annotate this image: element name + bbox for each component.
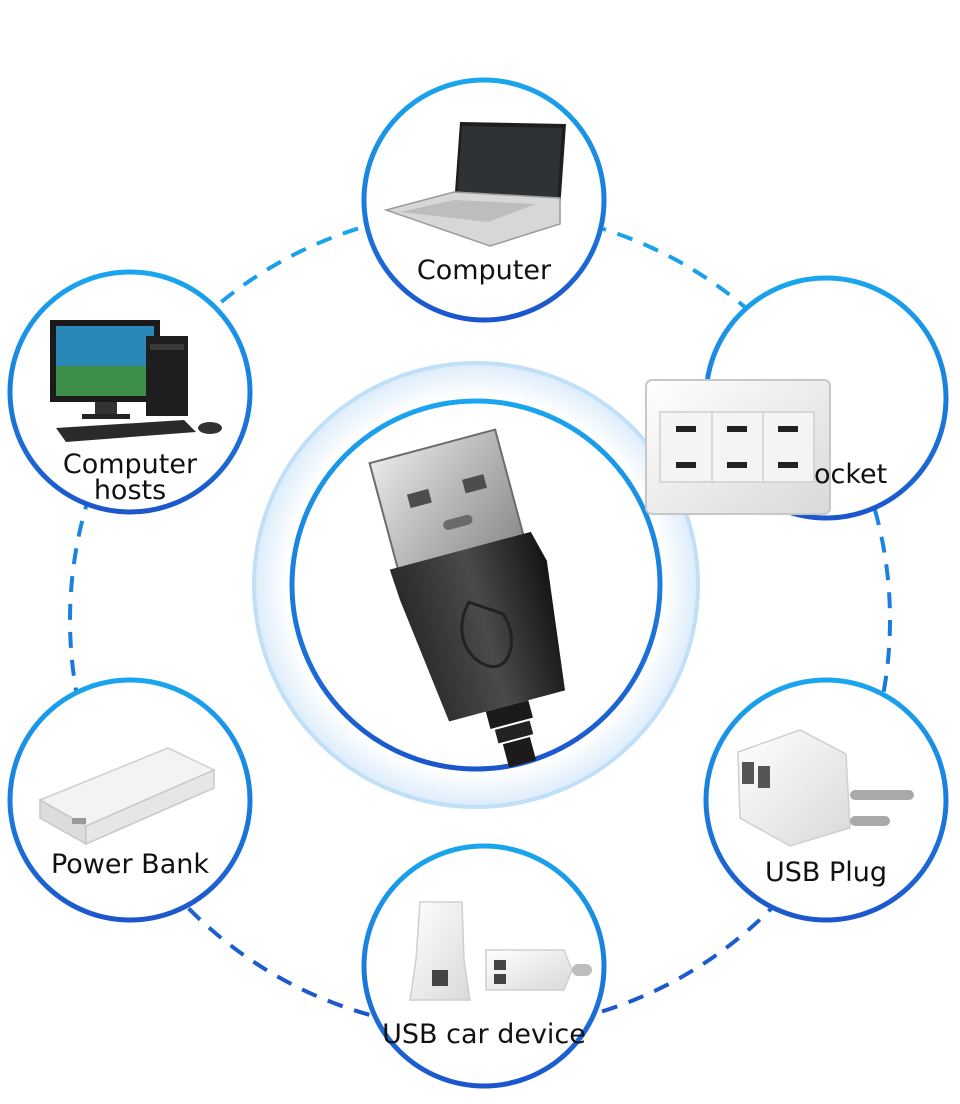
device-label-socket: ocket bbox=[814, 459, 888, 490]
device-label-car: USB car device bbox=[382, 1019, 586, 1050]
usb-wall-charger-icon bbox=[737, 729, 914, 847]
device-circles bbox=[7, 77, 949, 1089]
car-charger-icon bbox=[409, 901, 592, 1001]
laptop-icon bbox=[383, 122, 566, 247]
power-bank-icon bbox=[38, 747, 216, 846]
device-label-usbplug: USB Plug bbox=[764, 857, 888, 888]
device-label-hosts: Computer hosts bbox=[62, 449, 198, 506]
device-label-powerbank: Power Bank bbox=[50, 849, 210, 880]
wall-socket-icon bbox=[645, 379, 831, 515]
center-usb-group bbox=[252, 361, 700, 809]
desktop-pc-icon bbox=[50, 320, 222, 442]
device-label-computer: Computer bbox=[416, 255, 552, 286]
usb-plug-icon bbox=[368, 428, 566, 768]
dashed-orbit bbox=[68, 208, 892, 1032]
